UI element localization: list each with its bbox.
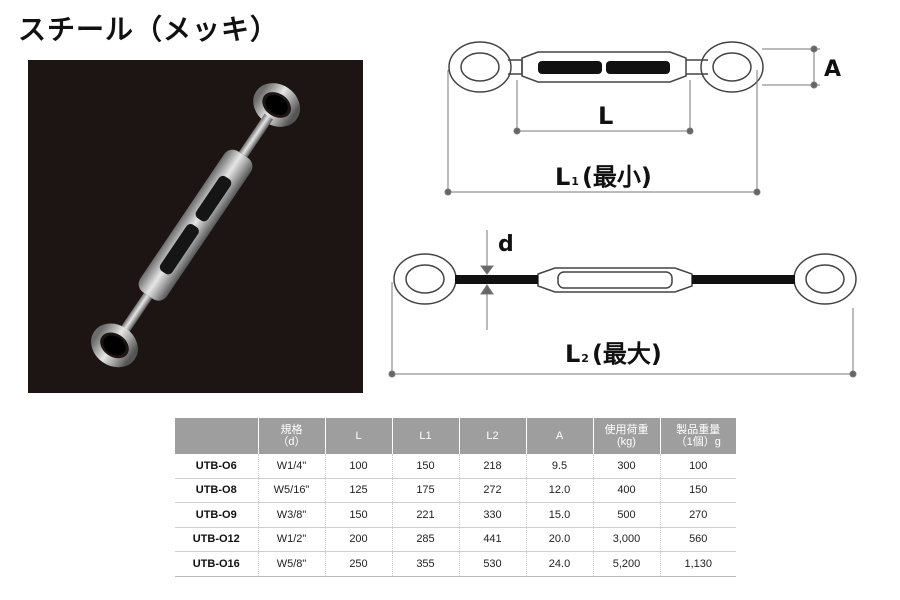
cell-load: 300 <box>593 454 661 479</box>
cell-L: 200 <box>325 527 393 552</box>
cell-model: UTB-O16 <box>175 551 259 577</box>
cell-L: 150 <box>325 502 393 528</box>
cell-weight: 270 <box>660 502 736 528</box>
cell-L2: 272 <box>459 478 527 503</box>
header-model <box>175 418 259 454</box>
turnbuckle-photo-illustration <box>91 83 300 368</box>
cell-L1: 221 <box>392 502 460 528</box>
cell-L1: 285 <box>392 527 460 552</box>
cell-A: 12.0 <box>526 478 594 503</box>
table-header-row: 規格（d） L L1 L2 A 使用荷重(kg) 製品重量（1個）g <box>175 418 736 454</box>
label-L2: L2(最大) <box>565 340 662 368</box>
page-title: スチール（メッキ） <box>18 13 280 46</box>
cell-spec: W5/16" <box>258 478 326 503</box>
label-A: A <box>824 57 841 82</box>
cell-spec: W1/2" <box>258 527 326 552</box>
header-L: L <box>325 418 393 454</box>
cell-load: 500 <box>593 502 661 528</box>
header-weight: 製品重量（1個）g <box>660 418 736 454</box>
product-photo <box>28 60 363 393</box>
table-row: UTB-O12 W1/2" 200 285 441 20.0 3,000 560 <box>175 527 736 552</box>
cell-load: 400 <box>593 478 661 503</box>
cell-load: 5,200 <box>593 551 661 577</box>
dimension-L2 <box>388 282 857 378</box>
cell-A: 15.0 <box>526 502 594 528</box>
spec-table: 規格（d） L L1 L2 A 使用荷重(kg) 製品重量（1個）g UTB-O… <box>175 418 736 577</box>
cell-weight: 560 <box>660 527 736 552</box>
cell-L2: 441 <box>459 527 527 552</box>
cell-model: UTB-O6 <box>175 454 259 479</box>
cell-spec: W5/8" <box>258 551 326 577</box>
cell-L1: 175 <box>392 478 460 503</box>
table-row: UTB-O9 W3/8" 150 221 330 15.0 500 270 <box>175 502 736 528</box>
cell-weight: 100 <box>660 454 736 479</box>
cell-load: 3,000 <box>593 527 661 552</box>
cell-A: 9.5 <box>526 454 594 479</box>
label-d: d <box>498 232 514 257</box>
table-row: UTB-O6 W1/4" 100 150 218 9.5 300 100 <box>175 454 736 479</box>
label-L1: L1(最小) <box>555 163 652 191</box>
cell-L: 125 <box>325 478 393 503</box>
cell-spec: W3/8" <box>258 502 326 528</box>
cell-A: 24.0 <box>526 551 594 577</box>
header-spec: 規格（d） <box>258 418 326 454</box>
cell-L1: 355 <box>392 551 460 577</box>
cell-L1: 150 <box>392 454 460 479</box>
dimension-d <box>480 230 494 330</box>
cell-model: UTB-O8 <box>175 478 259 503</box>
cell-L: 250 <box>325 551 393 577</box>
cell-weight: 150 <box>660 478 736 503</box>
label-L: L <box>598 102 613 130</box>
header-L2: L2 <box>459 418 527 454</box>
cell-spec: W1/4" <box>258 454 326 479</box>
cell-L2: 218 <box>459 454 527 479</box>
dimension-A <box>762 45 820 89</box>
cell-model: UTB-O9 <box>175 502 259 528</box>
cell-L: 100 <box>325 454 393 479</box>
cell-A: 20.0 <box>526 527 594 552</box>
header-load: 使用荷重(kg) <box>593 418 661 454</box>
turnbuckle-top-drawing <box>448 41 764 93</box>
table-row: UTB-O8 W5/16" 125 175 272 12.0 400 150 <box>175 478 736 503</box>
cell-L2: 330 <box>459 502 527 528</box>
cell-L2: 530 <box>459 551 527 577</box>
cell-weight: 1,130 <box>660 551 736 577</box>
header-A: A <box>526 418 594 454</box>
cell-model: UTB-O12 <box>175 527 259 552</box>
dimension-L1 <box>444 70 761 196</box>
dimension-diagram: A L L1(最小) d <box>388 41 857 378</box>
header-L1: L1 <box>392 418 460 454</box>
dimension-L <box>513 80 694 135</box>
table-row: UTB-O16 W5/8" 250 355 530 24.0 5,200 1,1… <box>175 551 736 577</box>
